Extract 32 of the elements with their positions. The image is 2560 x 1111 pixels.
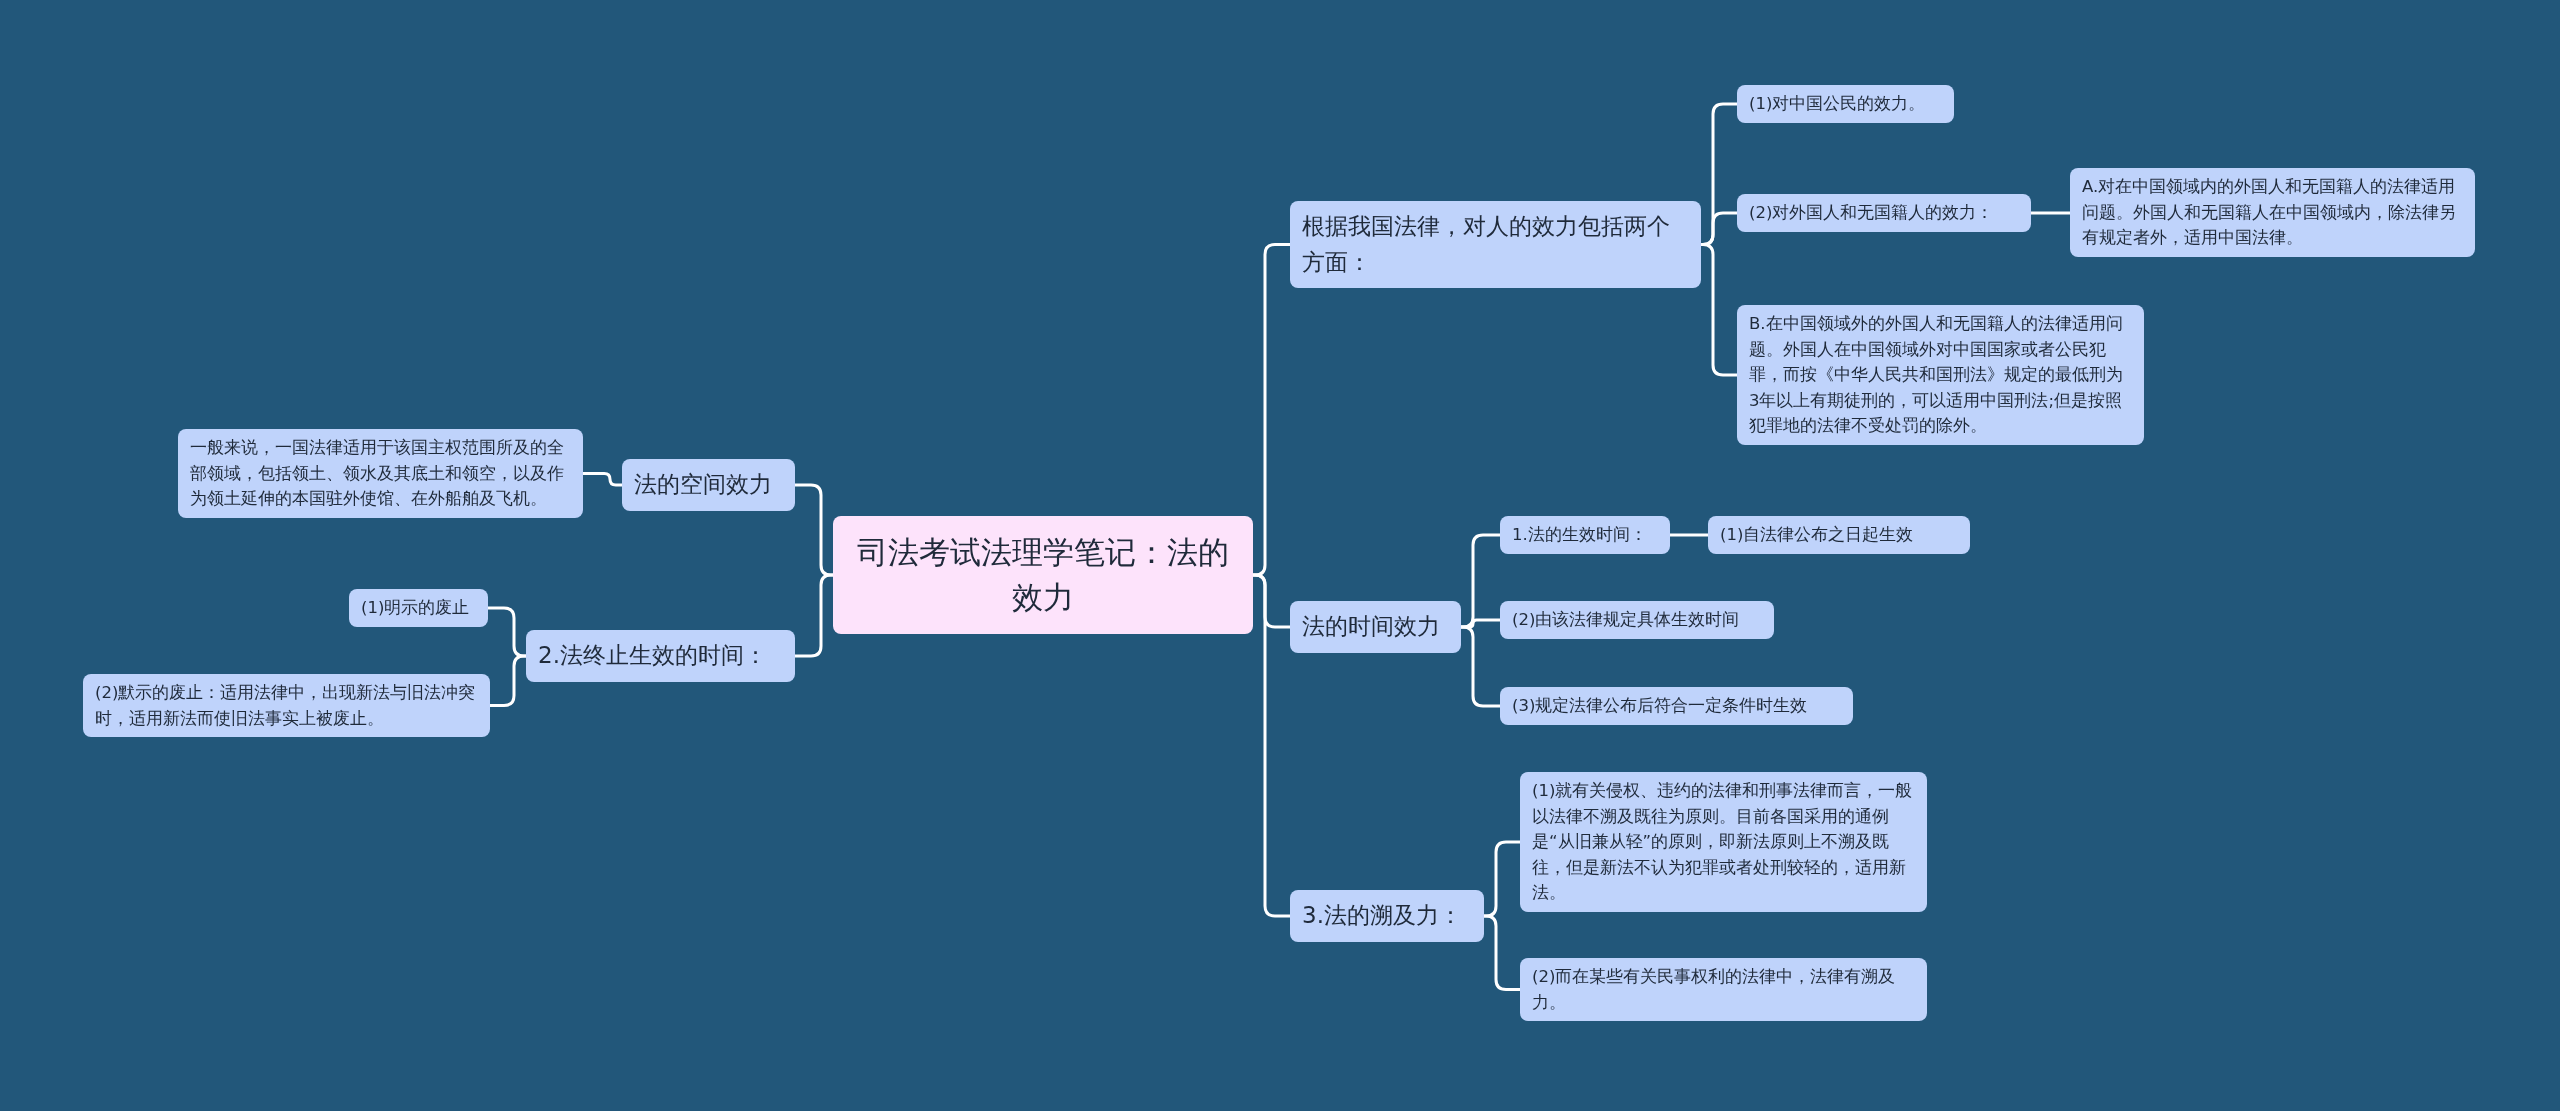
branch-topic-box: 2.法终止生效的时间：	[526, 630, 795, 682]
branch-topic-box: 3.法的溯及力：	[1290, 890, 1484, 942]
subtopic-box: (2)默示的废止：适用法律中，出现新法与旧法冲突时，适用新法而使旧法事实上被废止。	[83, 674, 490, 738]
subtopic-box: A.对在中国领域内的外国人和无国籍人的法律适用问题。外国人和无国籍人在中国领域内，除法律另有规定者外，适用中国法律。	[2070, 168, 2475, 257]
central-topic-box: 司法考试法理学笔记：法的效力	[833, 516, 1253, 634]
subtopic-box: (2)对外国人和无国籍人的效力：	[1737, 194, 2031, 232]
subtopic-box: (1)对中国公民的效力。	[1737, 85, 1954, 123]
branch-topic-box: 根据我国法律，对人的效力包括两个方面：	[1290, 201, 1701, 289]
connector-line	[1670, 533, 1708, 537]
connector-line	[1252, 573, 1290, 918]
connector-line	[795, 483, 834, 577]
subtopic-box: (1)自法律公布之日起生效	[1708, 516, 1970, 554]
subtopic-box: (1)明示的废止	[349, 589, 488, 627]
subtopic-box: B.在中国领域外的外国人和无国籍人的法律适用问题。外国人在中国领域外对中国国家或者公民犯罪，而按《中华人民共和国刑法》规定的最低刑为3年以上有期徒刑的，可以适用中国刑法;但是按照犯罪地的法律不受处罚的除外。	[1737, 305, 2144, 445]
connector-line	[490, 654, 526, 707]
subtopic-box: (2)由该法律规定具体生效时间	[1500, 601, 1774, 639]
subtopic-box: (2)而在某些有关民事权利的法律中，法律有溯及力。	[1520, 958, 1927, 1022]
branch-topic-box: 法的空间效力	[622, 459, 795, 511]
connector-line	[1484, 914, 1520, 991]
branch-topic-box: 法的时间效力	[1290, 601, 1461, 653]
connector-line	[583, 472, 622, 487]
connector-line	[795, 573, 834, 658]
subtopic-box: (1)就有关侵权、违约的法律和刑事法律而言，一般以法律不溯及既往为原则。目前各国采用的通例是“从旧兼从轻”的原则，即新法原则上不溯及既往，但是新法不认为犯罪或者处刑较轻的，适用新法。	[1520, 772, 1927, 912]
connector-line	[1701, 243, 1737, 377]
subtopic-box: (3)规定法律公布后符合一定条件时生效	[1500, 687, 1853, 725]
connector-line	[1460, 533, 1500, 629]
subtopic-box: 一般来说，一国法律适用于该国主权范围所及的全部领域，包括领土、领水及其底土和领空，以及作为领土延伸的本国驻外使馆、在外船舶及飞机。	[178, 429, 583, 518]
connector-line	[2031, 211, 2070, 215]
subtopic-box: 1.法的生效时间：	[1500, 516, 1670, 554]
connector-line	[1483, 840, 1520, 918]
connector-line	[1252, 243, 1290, 577]
connector-line	[1460, 625, 1500, 708]
